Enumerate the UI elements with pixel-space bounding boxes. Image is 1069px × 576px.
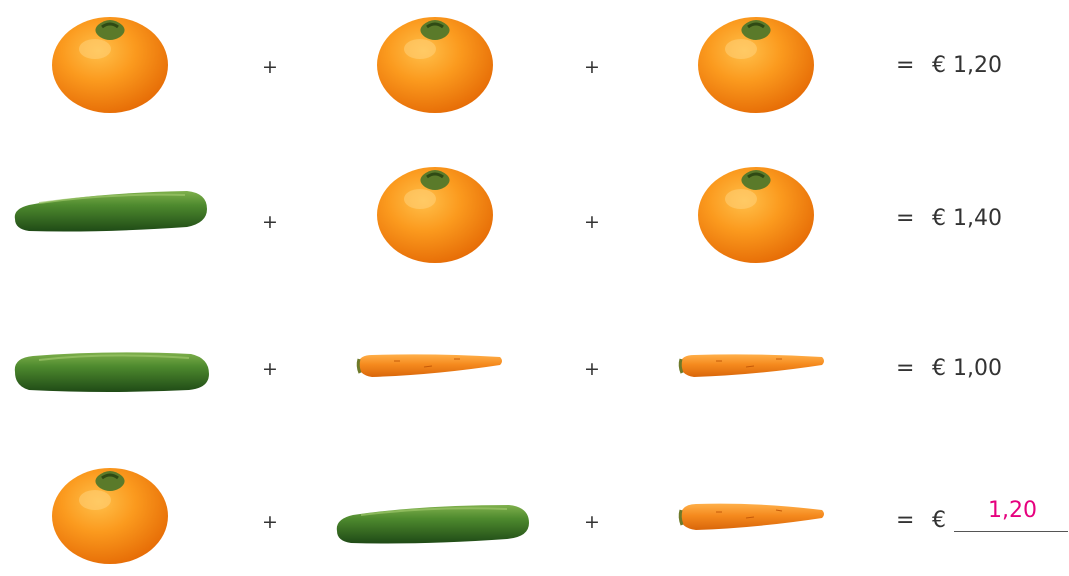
equals-sign: =	[896, 510, 914, 532]
plus-sign: +	[262, 360, 278, 379]
plus-sign: +	[584, 58, 600, 77]
euro-sign: €	[932, 510, 946, 532]
tomato-icon	[40, 456, 180, 568]
equals-sign: =	[896, 358, 914, 380]
row-total: € 1,40	[932, 208, 1002, 230]
carrot-icon	[350, 348, 510, 384]
equation-row-2: + + = € 1,40	[0, 145, 1069, 285]
plus-sign: +	[584, 213, 600, 232]
equals-sign: =	[896, 208, 914, 230]
row-total: € 1,00	[932, 358, 1002, 380]
plus-sign: +	[262, 213, 278, 232]
plus-sign: +	[584, 360, 600, 379]
plus-sign: +	[584, 513, 600, 532]
tomato-icon	[686, 155, 826, 267]
plus-sign: +	[262, 513, 278, 532]
equation-row-4: + + = € 1,20	[0, 436, 1069, 576]
cucumber-icon	[6, 180, 211, 240]
row-total: € 1,20	[932, 55, 1002, 77]
equation-row-1: + + = € 1,20	[0, 0, 1069, 140]
equals-sign: =	[896, 55, 914, 77]
answer-value: 1,20	[988, 500, 1037, 522]
tomato-icon	[365, 155, 505, 267]
cucumber-icon	[6, 343, 211, 399]
carrot-icon	[672, 496, 832, 536]
cucumber-icon	[328, 494, 533, 550]
equation-row-3: + + = € 1,00	[0, 298, 1069, 438]
tomato-icon	[40, 5, 180, 117]
tomato-icon	[686, 5, 826, 117]
tomato-icon	[365, 5, 505, 117]
carrot-icon	[672, 348, 832, 384]
plus-sign: +	[262, 58, 278, 77]
